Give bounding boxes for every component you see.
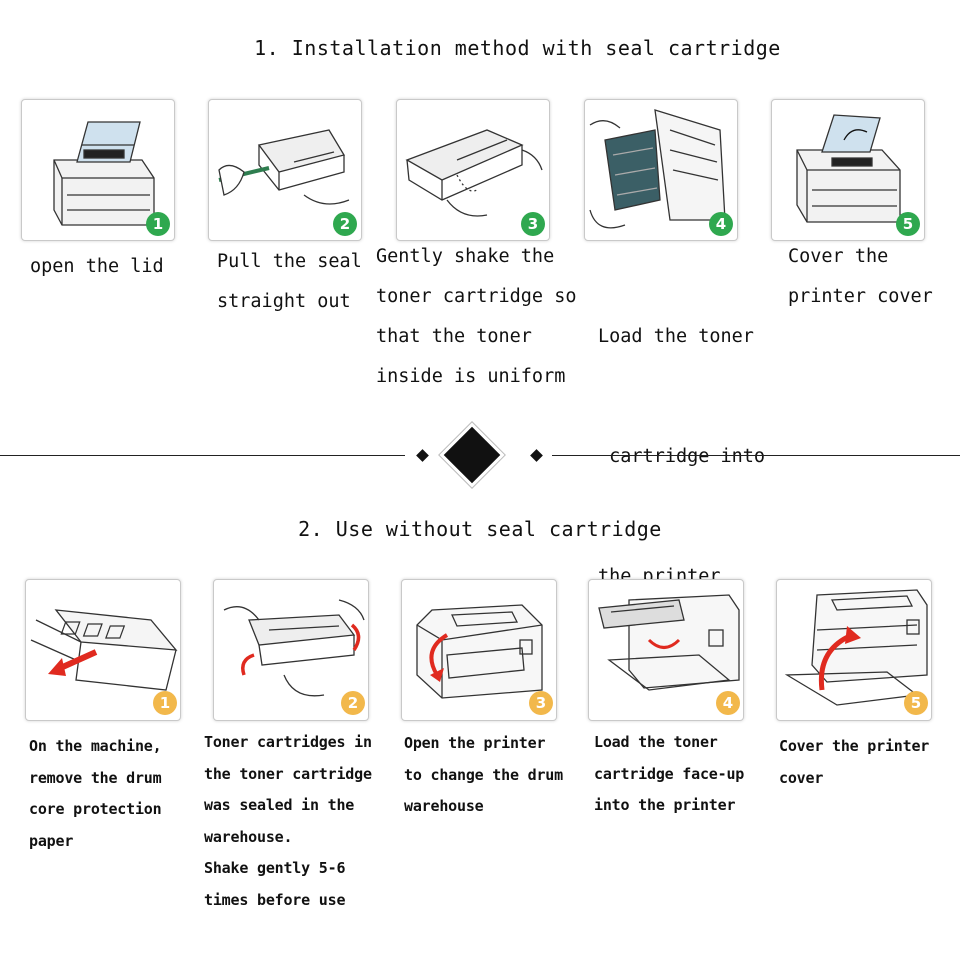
- step-badge: 5: [896, 212, 920, 236]
- diamond-ornament-center: [443, 426, 501, 484]
- caption-line: Gently shake the: [376, 246, 555, 267]
- caption-line: core protection: [29, 800, 162, 818]
- step-1-2-caption: Pull the seal straight out: [217, 242, 362, 322]
- caption-line: Toner cartridges in: [204, 733, 372, 751]
- caption-line: Pull the seal: [217, 251, 362, 272]
- step-2-3-caption: Open the printer to change the drum ware…: [404, 728, 563, 823]
- divider-left: [0, 455, 405, 456]
- section-1-title: 1. Installation method with seal cartrid…: [254, 36, 781, 60]
- shake-cartridge-icon: [223, 599, 365, 697]
- step-2-5-caption: Cover the printer cover: [779, 731, 929, 794]
- caption-line: into the printer: [594, 796, 736, 814]
- caption-line: Cover the: [788, 246, 889, 267]
- caption-line: Shake gently 5-6: [204, 859, 346, 877]
- caption-line: was sealed in the: [204, 796, 355, 814]
- diamond-ornament-left: [416, 449, 429, 462]
- step-2-5-illustration: 5: [776, 579, 932, 721]
- caption-line: open the lid: [30, 256, 164, 277]
- step-badge: 3: [529, 691, 553, 715]
- load-toner-icon: [598, 594, 740, 691]
- step-1-2-illustration: 2: [208, 99, 362, 241]
- caption-line: the toner cartridge: [204, 764, 372, 783]
- close-cover-icon: [796, 114, 901, 223]
- close-cover-icon: [784, 589, 928, 706]
- load-toner-icon: [589, 109, 726, 229]
- step-badge: 5: [904, 691, 928, 715]
- step-2-4-caption: Load the toner cartridge face-up into th…: [594, 727, 744, 822]
- step-1-1-caption: open the lid: [30, 247, 164, 287]
- caption-line: Cover the printer: [779, 737, 930, 755]
- step-badge: 3: [521, 212, 545, 236]
- caption-line: Load the toner: [594, 733, 718, 751]
- caption-line: warehouse: [404, 797, 484, 815]
- step-badge: 1: [153, 691, 177, 715]
- step-badge: 2: [333, 212, 357, 236]
- section-2-title: 2. Use without seal cartridge: [298, 517, 662, 541]
- step-1-1-illustration: 1: [21, 99, 175, 241]
- caption-line: printer cover: [788, 286, 933, 307]
- step-2-4-illustration: 4: [588, 579, 744, 721]
- pull-seal-icon: [218, 129, 350, 205]
- caption-line: toner cartridge so: [376, 286, 577, 307]
- step-2-2-caption: Toner cartridges in the toner cartridge …: [204, 727, 372, 916]
- caption-line: to change the drum: [404, 765, 563, 784]
- caption-line: remove the drum: [29, 768, 162, 787]
- step-2-1-illustration: 1: [25, 579, 181, 721]
- step-badge: 4: [709, 212, 733, 236]
- caption-line: On the machine,: [29, 737, 162, 755]
- step-1-4-caption: Load the toner cartridge into the printe…: [598, 237, 765, 637]
- caption-line: warehouse.: [204, 827, 293, 846]
- caption-line: cartridge face-up: [594, 764, 745, 783]
- step-1-5-caption: Cover the printer cover: [788, 237, 933, 317]
- caption-line: inside is uniform: [376, 366, 566, 387]
- printer-open-lid-icon: [53, 121, 155, 226]
- step-1-5-illustration: 5: [771, 99, 925, 241]
- caption-line: that the toner: [376, 326, 532, 347]
- open-printer-icon: [416, 604, 543, 699]
- caption-line: cartridge into: [598, 446, 766, 467]
- caption-line: times before use: [204, 890, 346, 909]
- step-2-2-illustration: 2: [213, 579, 369, 721]
- step-1-4-illustration: 4: [584, 99, 738, 241]
- step-2-1-caption: On the machine, remove the drum core pro…: [29, 731, 162, 857]
- step-badge: 1: [146, 212, 170, 236]
- step-1-3-illustration: 3: [396, 99, 550, 241]
- divider-right: [552, 455, 960, 456]
- remove-protection-paper-icon: [30, 609, 178, 691]
- caption-line: cover: [779, 768, 824, 787]
- diamond-ornament-right: [530, 449, 543, 462]
- caption-line: paper: [29, 831, 74, 850]
- step-badge: 2: [341, 691, 365, 715]
- shake-cartridge-icon: [405, 129, 543, 217]
- step-1-3-caption: Gently shake the toner cartridge so that…: [376, 237, 576, 397]
- caption-line: Load the toner: [598, 326, 754, 347]
- caption-line: straight out: [217, 291, 351, 312]
- caption-line: Open the printer: [404, 734, 546, 752]
- step-badge: 4: [716, 691, 740, 715]
- step-2-3-illustration: 3: [401, 579, 557, 721]
